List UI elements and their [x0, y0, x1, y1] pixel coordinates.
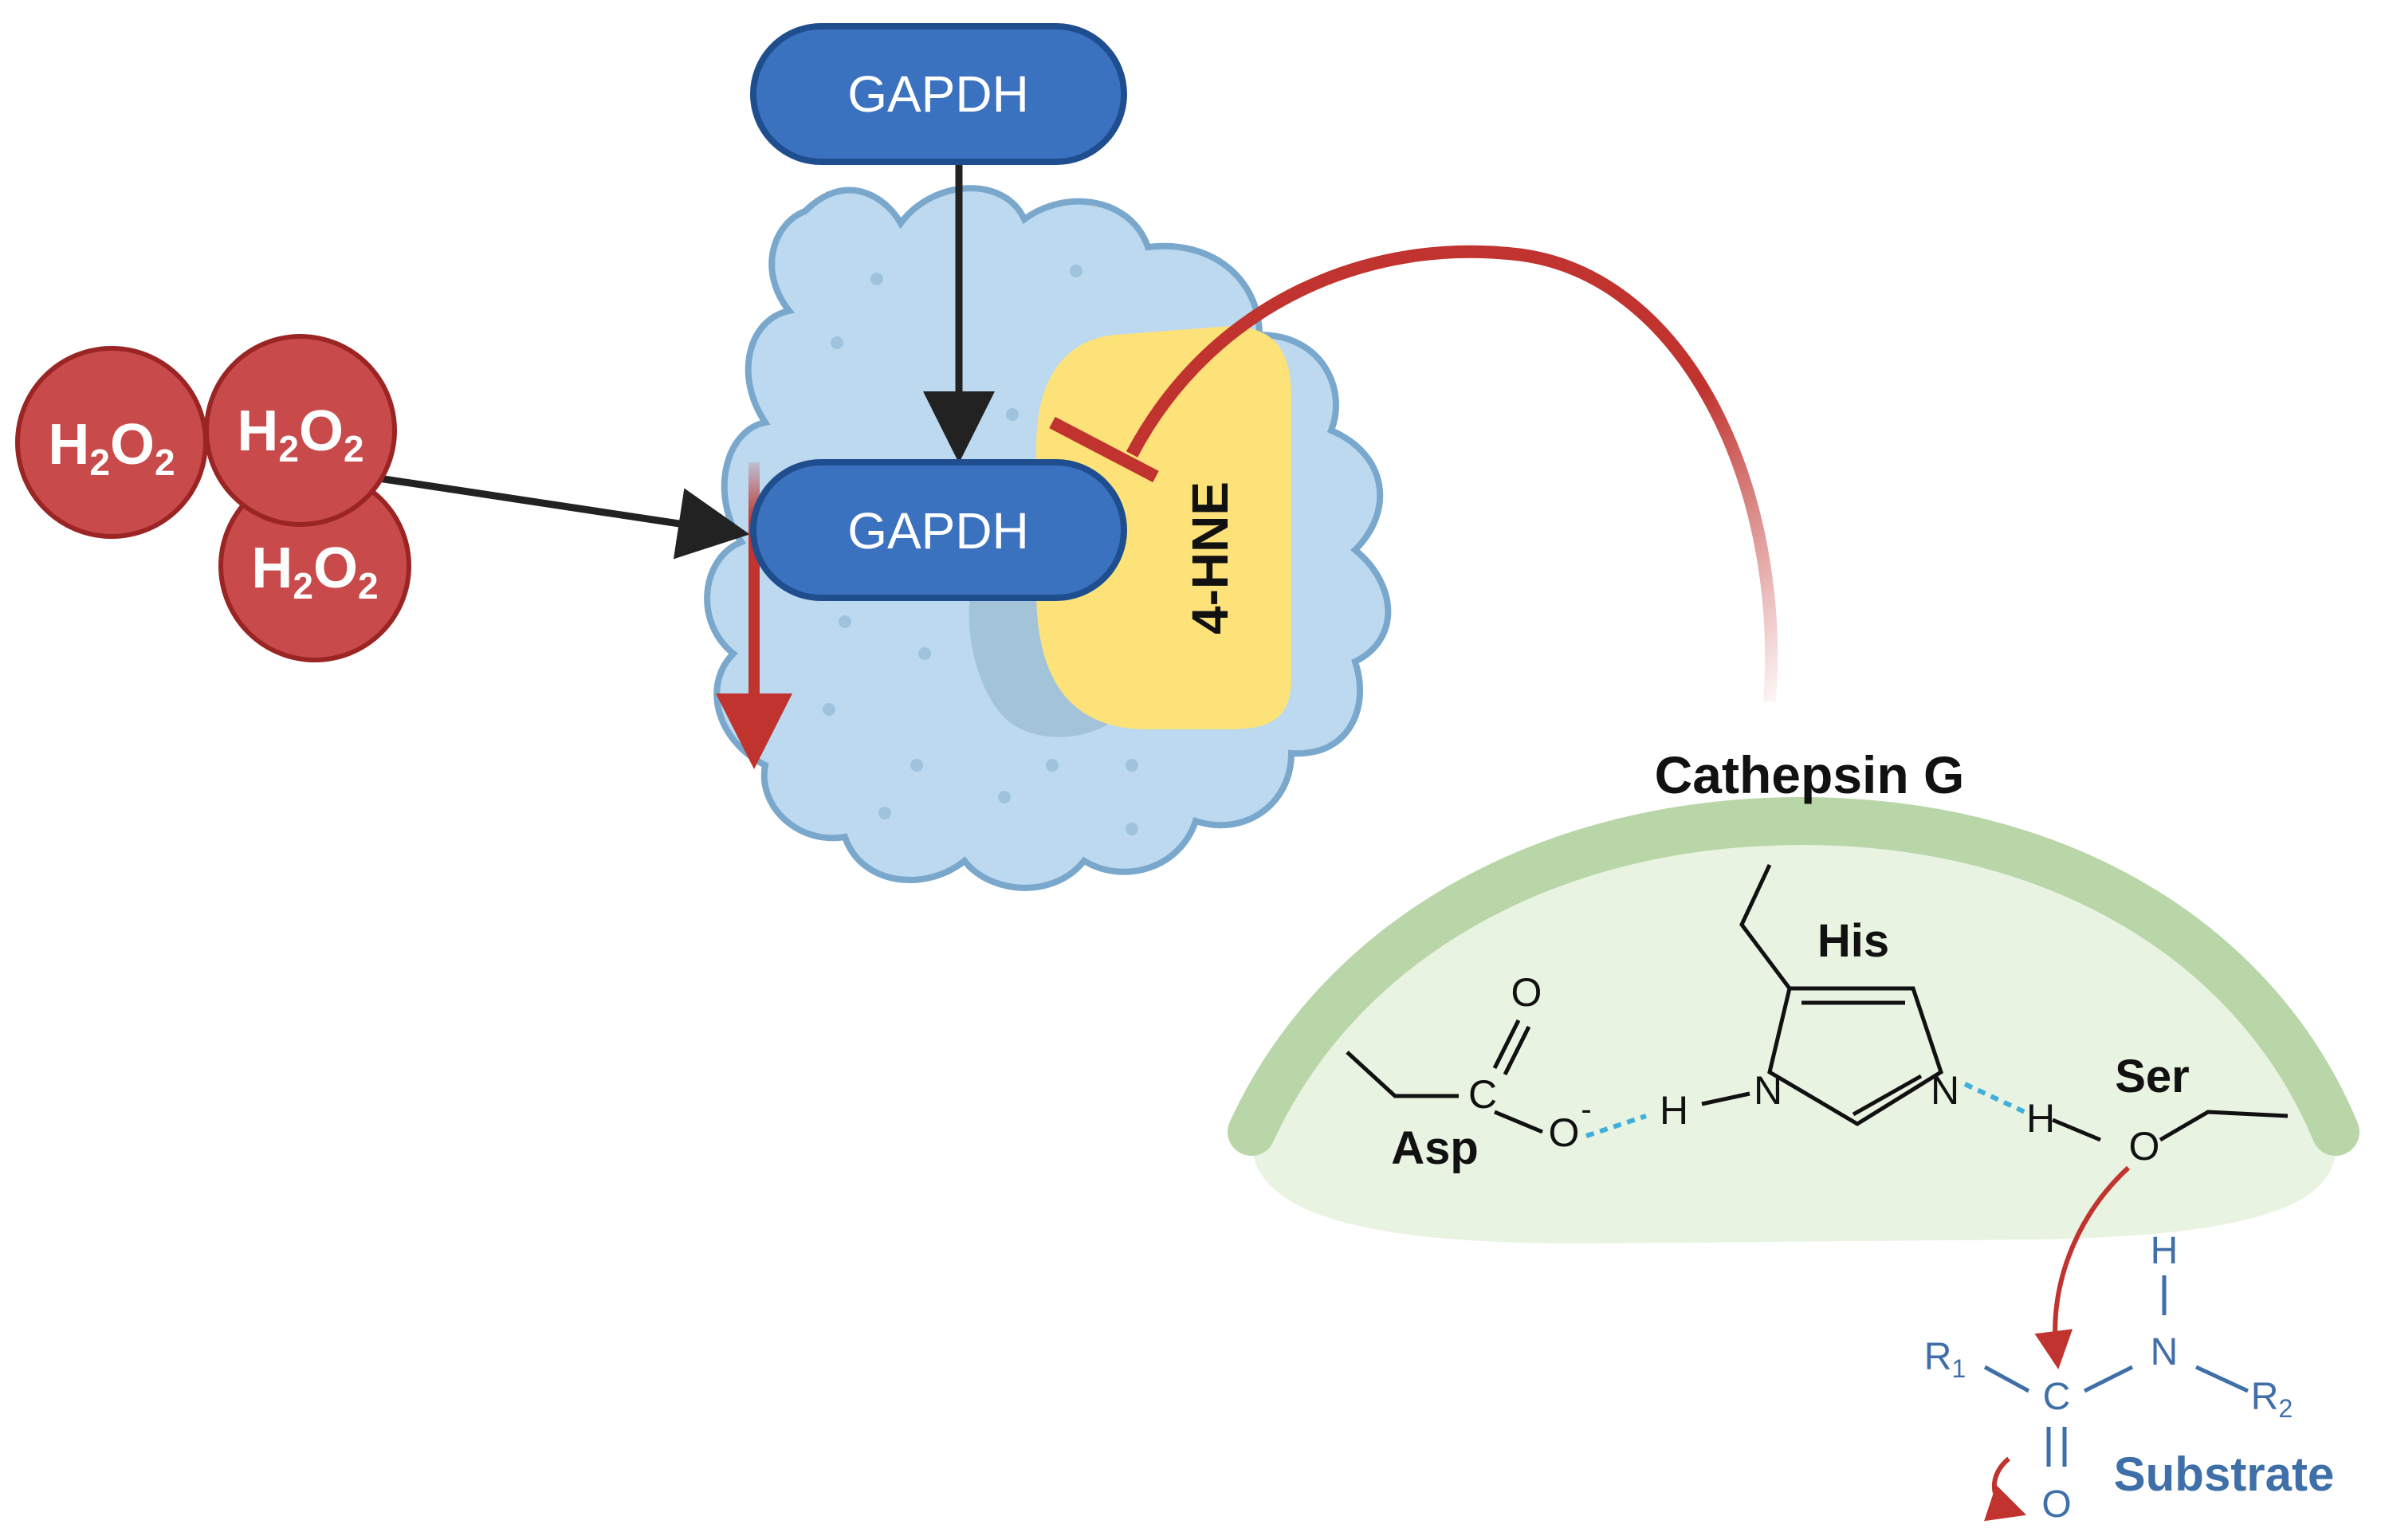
atom-o-minus: O [1549, 1110, 1580, 1155]
h2o2-cluster: H2O2 H2O2 H2O2 [15, 334, 411, 662]
residue-labels: His Ser Asp [1391, 915, 2190, 1174]
atom-o-ser: O [2129, 1124, 2160, 1169]
enzyme-surface [1228, 796, 2359, 1156]
substrate: H N C O R1 R2 Substrate [1924, 1230, 2335, 1526]
inhibition-curve [1126, 245, 1778, 702]
substrate-n: N [2151, 1331, 2179, 1373]
substrate-label: Substrate [2114, 1448, 2335, 1501]
gapdh-cell: GAPDH [750, 459, 1127, 601]
hne-region: 4-HNE [1036, 326, 1291, 729]
substrate-o: O [2041, 1483, 2071, 1526]
substrate-r1: R1 [1924, 1336, 1966, 1383]
h2o2-label: H2O2 [48, 413, 175, 483]
atom-minus: - [1581, 1092, 1591, 1127]
triad-bonds [1346, 863, 2289, 1142]
gapdh-top-label: GAPDH [847, 65, 1029, 123]
inhibition-arc [1049, 245, 1778, 702]
cell-speckles [823, 265, 1138, 835]
gapdh-top: GAPDH [750, 23, 1127, 165]
residue-ser: Ser [2115, 1051, 2190, 1102]
h2o2-molecule: H2O2 [204, 334, 397, 527]
attack-arrow [2034, 1165, 2131, 1369]
cathepsin-g: Cathepsin G O C [1228, 745, 2359, 1243]
active-site-pocket [1251, 821, 2336, 1243]
h2o2-molecule: H2O2 [15, 346, 208, 539]
residue-his: His [1817, 915, 1889, 967]
inhibition-bar [1049, 416, 1159, 483]
substrate-atoms: H N C O R1 R2 [1924, 1230, 2293, 1526]
atom-h-asp: H [1660, 1088, 1688, 1133]
atom-n1: N [1754, 1068, 1782, 1113]
cathepsin-label: Cathepsin G [1655, 745, 1965, 804]
hydrogen-bonds [1585, 1082, 2026, 1138]
residue-asp: Asp [1391, 1122, 1479, 1174]
atom-labels: O C O - H N N H O [1468, 970, 2160, 1169]
substrate-h: H [2151, 1230, 2179, 1272]
h2o2-label: H2O2 [237, 399, 363, 469]
atom-n2: N [1931, 1068, 1959, 1113]
carbonyl-arrow [1983, 1456, 2027, 1522]
substrate-bonds [1983, 1275, 2249, 1467]
gapdh-cell-label: GAPDH [847, 502, 1029, 560]
hne-shape [1036, 326, 1291, 729]
substrate-c: C [2043, 1376, 2071, 1418]
atom-c-asp: C [1468, 1072, 1497, 1117]
substrate-r2: R2 [2251, 1376, 2293, 1423]
h2o2-label: H2O2 [251, 536, 378, 607]
hne-label: 4-HNE [1181, 481, 1239, 634]
atom-h-ser: H [2026, 1096, 2055, 1141]
h2o2-arrow [378, 474, 750, 560]
atom-o-top: O [1511, 970, 1542, 1015]
